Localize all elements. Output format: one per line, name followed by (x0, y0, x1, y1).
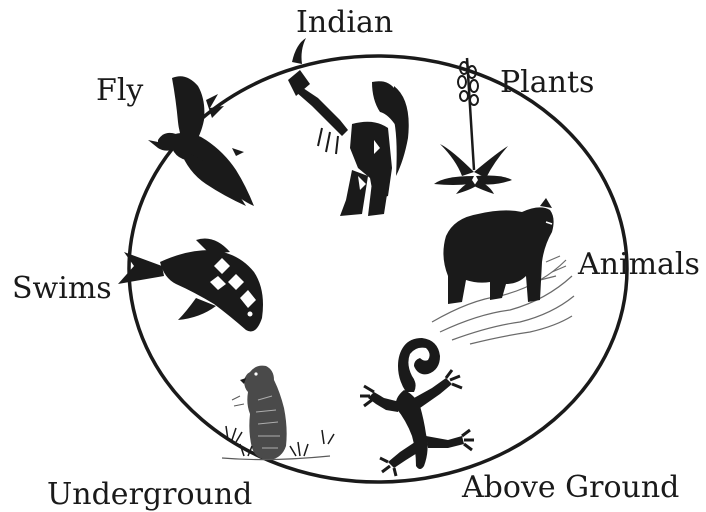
label-above-ground: Above Ground (462, 473, 679, 503)
label-indian: Indian (296, 8, 393, 38)
label-swims: Swims (12, 274, 112, 304)
lizard-icon (360, 338, 474, 476)
label-underground: Underground (47, 480, 252, 510)
label-animals: Animals (578, 250, 700, 280)
label-plants: Plants (500, 68, 594, 98)
fish-icon (118, 239, 263, 332)
bird-icon (148, 76, 254, 206)
bear-icon (432, 198, 574, 344)
label-fly: Fly (96, 76, 143, 106)
